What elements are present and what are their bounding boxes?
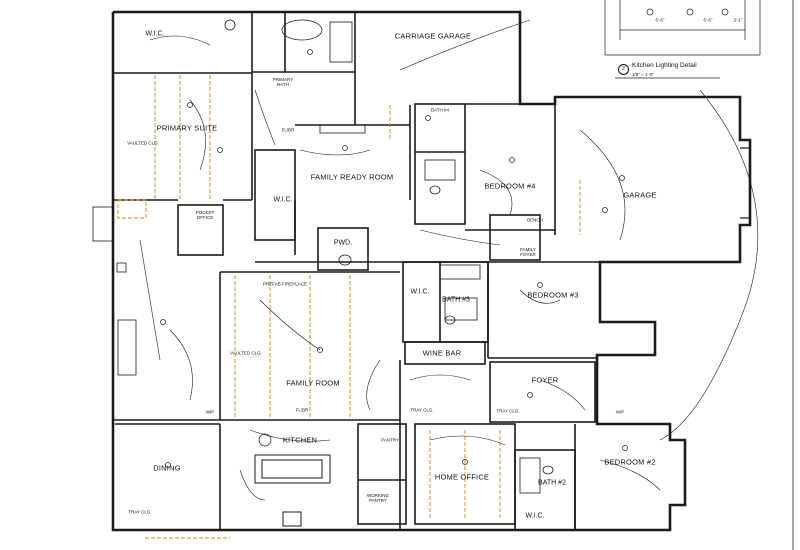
kitchen-island <box>254 454 331 527</box>
label-wic-suite: W.I.C. <box>145 30 165 38</box>
note-flbr-2: FL/BR <box>295 407 309 413</box>
label-kitchen: KITCHEN <box>282 435 318 445</box>
label-bath-2: BATH #2 <box>538 479 566 487</box>
label-family-foyer: FAMILY FOYER <box>520 247 536 257</box>
label-pocket-office: POCKET OFFICE <box>195 210 215 220</box>
label-bedroom-3: BEDROOM #3 <box>527 290 579 300</box>
beam-lines <box>117 75 581 539</box>
label-home-office: HOME OFFICE <box>434 472 490 482</box>
lighting-detail-inset <box>604 0 761 79</box>
label-wine-bar: WINE BAR <box>422 348 462 358</box>
detail-scale: 1/8" = 1'-0" <box>632 72 654 77</box>
label-carriage-garage: CARRIAGE GARAGE <box>394 31 472 41</box>
label-dining: DINING <box>153 463 181 473</box>
note-tray-home: TRAY CLG. <box>410 407 434 413</box>
label-bath-4: BATH #4 <box>431 107 449 113</box>
label-family-ready-room: FAMILY READY ROOM <box>310 172 394 182</box>
note-tray-foyer: TRAY CLG. <box>496 408 520 414</box>
note-wip-2: WIP <box>615 409 625 415</box>
label-pantry: PANTRY <box>381 437 399 443</box>
label-bedroom-2: BEDROOM #2 <box>604 457 656 467</box>
note-prefab-fireplace: PREFAB FIREPLACE <box>262 281 308 287</box>
label-garage: GARAGE <box>623 190 657 200</box>
label-bath-3: BATH #3 <box>442 296 470 304</box>
detail-number: 2 <box>618 64 629 75</box>
detail-title: Kitchen Lighting Detail <box>632 62 697 69</box>
label-bedroom-4: BEDROOM #4 <box>484 181 536 191</box>
label-wic-ready: W.I.C. <box>273 196 293 204</box>
garage-door <box>740 147 750 219</box>
label-wic-bed3: W.I.C. <box>410 288 430 296</box>
exterior-walls <box>111 10 752 532</box>
note-vaulted-suite: VAULTED CLG. <box>127 140 159 146</box>
label-wic-bed2: W.I.C. <box>525 512 545 520</box>
note-tray-dining: TRAY CLG. <box>128 509 152 515</box>
note-flbr-1: FL/BR <box>281 127 295 133</box>
note-vaulted-family: VAULTED CLG. <box>230 350 262 356</box>
label-foyer: FOYER <box>531 375 559 385</box>
label-primary-bath: PRIMARY BATH <box>272 77 294 87</box>
wiring <box>139 19 759 501</box>
interior-walls <box>113 12 601 531</box>
detail-dim-2: 6'-6" <box>703 17 713 23</box>
note-bench: BENCH <box>527 217 543 223</box>
detail-dim-1: 6'-6" <box>655 17 665 23</box>
label-working-pantry: WORKING PANTRY <box>367 493 389 503</box>
label-family-room: FAMILY ROOM <box>286 378 340 388</box>
label-pwd: PWD. <box>333 239 353 247</box>
fixtures <box>92 19 554 494</box>
light-fixtures <box>160 49 628 468</box>
detail-dim-3: 2'-1" <box>733 17 743 23</box>
label-primary-suite: PRIMARY SUITE <box>156 123 218 133</box>
note-wip-1: WIP <box>205 409 215 415</box>
